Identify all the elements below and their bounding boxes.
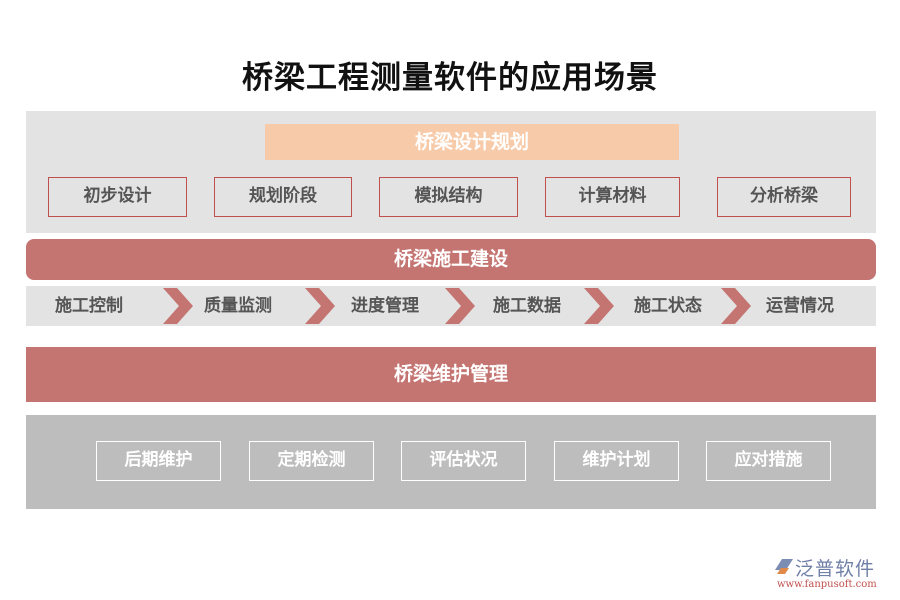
chevron-right-icon xyxy=(721,288,751,324)
brand-logo: 泛普软件 www.fanpusoft.com xyxy=(773,556,893,596)
design-section: 桥梁设计规划 初步设计 规划阶段 模拟结构 计算材料 分析桥梁 xyxy=(26,111,876,233)
construction-step: 进度管理 xyxy=(351,296,419,316)
construction-steps: 施工控制 质量监测 进度管理 施工数据 施工状态 运营情况 xyxy=(26,286,876,326)
construction-step: 运营情况 xyxy=(766,296,834,316)
logo-mark-icon xyxy=(775,559,793,574)
maintenance-section-header: 桥梁维护管理 xyxy=(26,347,876,402)
chevron-right-icon xyxy=(163,288,193,324)
maintenance-section: 后期维护 定期检测 评估状况 维护计划 应对措施 xyxy=(26,415,876,509)
design-item: 规划阶段 xyxy=(214,177,352,217)
design-item: 计算材料 xyxy=(545,177,680,217)
logo-name: 泛普软件 xyxy=(795,558,876,580)
chevron-right-icon xyxy=(305,288,335,324)
maintenance-item: 应对措施 xyxy=(706,441,831,481)
logo-url: www.fanpusoft.com xyxy=(777,579,877,590)
construction-section-header: 桥梁施工建设 xyxy=(26,239,876,280)
maintenance-item: 评估状况 xyxy=(401,441,526,481)
construction-step: 质量监测 xyxy=(204,296,272,316)
maintenance-item: 后期维护 xyxy=(96,441,221,481)
maintenance-item: 维护计划 xyxy=(554,441,679,481)
construction-step: 施工状态 xyxy=(634,296,702,316)
design-item: 分析桥梁 xyxy=(717,177,851,217)
design-item: 模拟结构 xyxy=(379,177,518,217)
construction-step: 施工控制 xyxy=(55,296,123,316)
chevron-right-icon xyxy=(584,288,614,324)
chevron-right-icon xyxy=(445,288,475,324)
design-item: 初步设计 xyxy=(48,177,187,217)
maintenance-item: 定期检测 xyxy=(249,441,374,481)
design-section-header: 桥梁设计规划 xyxy=(265,124,679,160)
page-title: 桥梁工程测量软件的应用场景 xyxy=(242,60,658,96)
construction-step: 施工数据 xyxy=(493,296,561,316)
